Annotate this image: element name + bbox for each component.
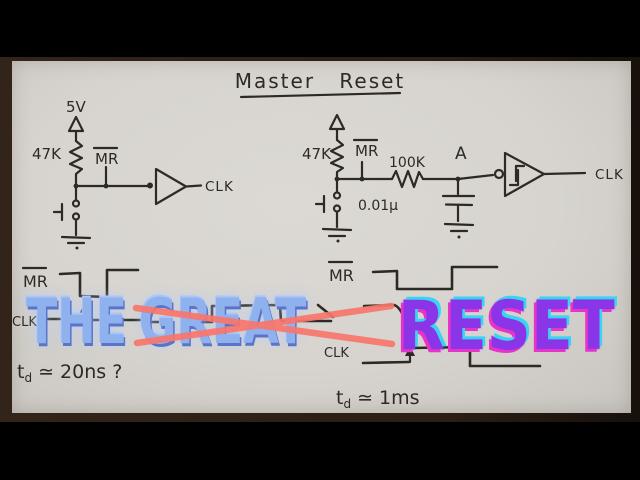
caption-word-great: GREAT bbox=[138, 285, 307, 358]
title-text: Master Reset bbox=[235, 69, 406, 93]
mr-waveform bbox=[58, 268, 140, 299]
junction-dot bbox=[103, 183, 109, 189]
caption-word-the: THE bbox=[26, 285, 128, 358]
junction-dot bbox=[359, 176, 365, 182]
clk-waveform bbox=[361, 345, 542, 368]
clk-waveform-label: CLK bbox=[324, 346, 349, 361]
inverter-icon bbox=[154, 167, 188, 206]
paper-sheet bbox=[12, 61, 631, 413]
clk-waveform-label: CLK bbox=[12, 315, 37, 330]
clk-label: CLK bbox=[205, 179, 234, 195]
ground-icon bbox=[321, 227, 353, 243]
delay-annotation: td≃ 1ms bbox=[336, 387, 420, 411]
mr-waveform-label: MR bbox=[329, 266, 354, 285]
series-resistor-icon bbox=[390, 169, 425, 189]
schmitt-inverter-icon bbox=[503, 151, 546, 198]
supply-arrow-icon bbox=[67, 115, 85, 143]
resistor-icon bbox=[68, 139, 84, 188]
right-circuit: 47K MR 100K A 0.01μ bbox=[302, 113, 624, 243]
inverter-input-dot bbox=[147, 182, 153, 189]
edge-arrowhead-icon bbox=[79, 305, 89, 314]
mr-label: MR bbox=[355, 142, 378, 160]
delay-annotation: td≃ 20ns ? bbox=[17, 361, 122, 385]
left-circuit: 5V 47K MR CLK bbox=[32, 98, 234, 250]
wire bbox=[184, 184, 203, 188]
ground-icon bbox=[60, 235, 92, 250]
pullup-value: 47K bbox=[32, 145, 62, 163]
title-underline bbox=[239, 91, 402, 99]
pullup-value: 47K bbox=[302, 145, 332, 163]
mr-waveform bbox=[371, 265, 499, 291]
series-resistor-value: 100K bbox=[389, 155, 426, 171]
node-a-label: A bbox=[455, 144, 467, 164]
mr-waveform-label: MR bbox=[23, 272, 48, 291]
page-title: Master Reset bbox=[235, 69, 406, 99]
supply-label: 5V bbox=[66, 98, 87, 116]
hysteresis-icon bbox=[508, 164, 526, 187]
ground-icon bbox=[443, 222, 475, 239]
wire bbox=[542, 171, 587, 176]
capacitor-value: 0.01μ bbox=[358, 198, 398, 214]
resistor-icon bbox=[329, 138, 345, 181]
supply-arrow-icon bbox=[328, 113, 346, 142]
capacitor-icon bbox=[441, 177, 476, 223]
inverter-bubble-icon bbox=[493, 168, 505, 180]
edge-arrowhead-icon bbox=[405, 346, 415, 356]
pushbutton-icon bbox=[52, 184, 81, 237]
right-timing-diagram: MR CLK td≃ 1ms bbox=[324, 260, 542, 411]
caption-word-reset: RESET bbox=[398, 287, 615, 366]
mr-label: MR bbox=[95, 150, 118, 168]
pushbutton-icon bbox=[314, 177, 342, 229]
clk-label: CLK bbox=[595, 167, 624, 183]
